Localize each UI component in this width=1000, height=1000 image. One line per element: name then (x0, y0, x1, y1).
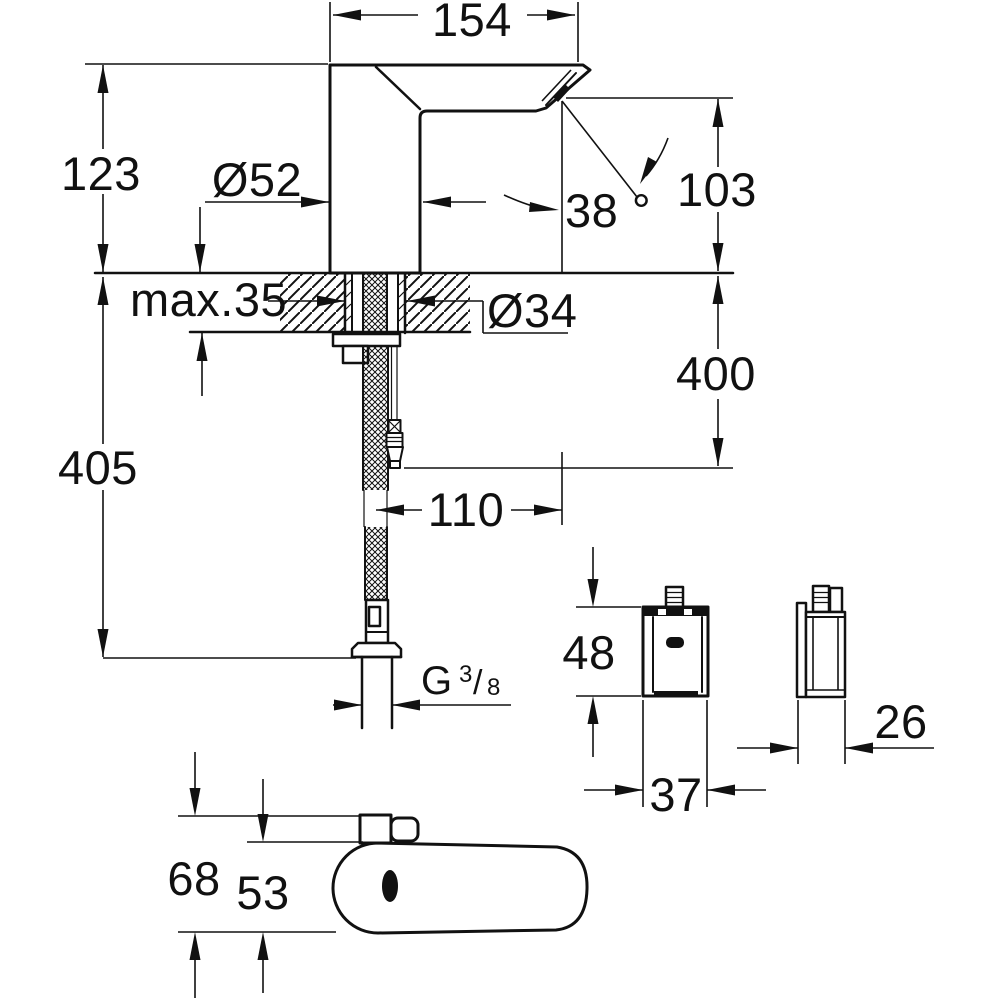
dim-label-37: 37 (649, 768, 702, 821)
dim-label-123: 123 (61, 147, 141, 200)
dim-53: 53 (236, 779, 363, 993)
dim-label-d34: Ø34 (487, 284, 577, 337)
thread-label-slash: / (473, 664, 483, 702)
cable-plug-tip (389, 460, 401, 469)
dim-max35: max.35 (130, 207, 287, 396)
dim-label-154: 154 (432, 0, 512, 46)
supply-hose (350, 345, 403, 730)
plan-body-outline (331, 841, 589, 935)
dim-label-53: 53 (236, 866, 289, 919)
dim-400: 400 (404, 276, 756, 469)
dim-154: 154 (329, 0, 579, 62)
faucet-plan-view (331, 813, 589, 935)
lever-block (358, 813, 393, 845)
dim-103: 103 (566, 97, 757, 271)
dim-label-26: 26 (874, 695, 927, 748)
dim-thread-g38: G 3 / 8 (333, 659, 511, 711)
dim-123: 123 (61, 63, 328, 272)
dim-110: 110 (376, 452, 563, 536)
side-top-tab (828, 586, 844, 614)
dim-label-400: 400 (676, 347, 756, 400)
dim-37: 37 (584, 700, 766, 821)
dim-label-angle: 38 ° (565, 184, 651, 237)
mounting-bracket (795, 601, 808, 699)
dim-label-48: 48 (562, 626, 615, 679)
dim-48: 48 (562, 547, 641, 757)
side-nipple (811, 584, 831, 614)
thread-label-denominator: 8 (487, 674, 500, 701)
control-box-front-view (641, 585, 710, 698)
grohe-logo-badge (666, 637, 684, 648)
dim-spray-angle: 38 ° (503, 100, 669, 272)
dim-label-405: 405 (58, 441, 138, 494)
dim-label-68: 68 (167, 852, 220, 905)
hose-hex-nut (350, 641, 403, 659)
dim-label-103: 103 (677, 163, 757, 216)
dim-label-110: 110 (428, 483, 504, 536)
dim-base-diameter: Ø52 (205, 153, 486, 208)
thread-label-numerator: 3 (459, 661, 472, 688)
sensor-cable (385, 346, 404, 469)
dim-68: 68 (167, 752, 360, 998)
faucet-front-view (328, 63, 592, 275)
dim-label-d52: Ø52 (212, 153, 302, 206)
thread-label-g: G (421, 659, 452, 703)
sensor-window (382, 870, 398, 902)
dim-26: 26 (737, 695, 934, 764)
aerator-outlet (541, 69, 577, 106)
dim-405: 405 (58, 277, 356, 659)
dim-hole-diameter: Ø34 (268, 284, 577, 337)
body-crease-line (374, 65, 422, 111)
lever-knob (389, 816, 420, 843)
dim-label-max35: max.35 (130, 273, 287, 326)
mounting-shaft (331, 271, 407, 365)
mounting-washer (331, 332, 402, 348)
control-box-side-view (795, 584, 847, 699)
